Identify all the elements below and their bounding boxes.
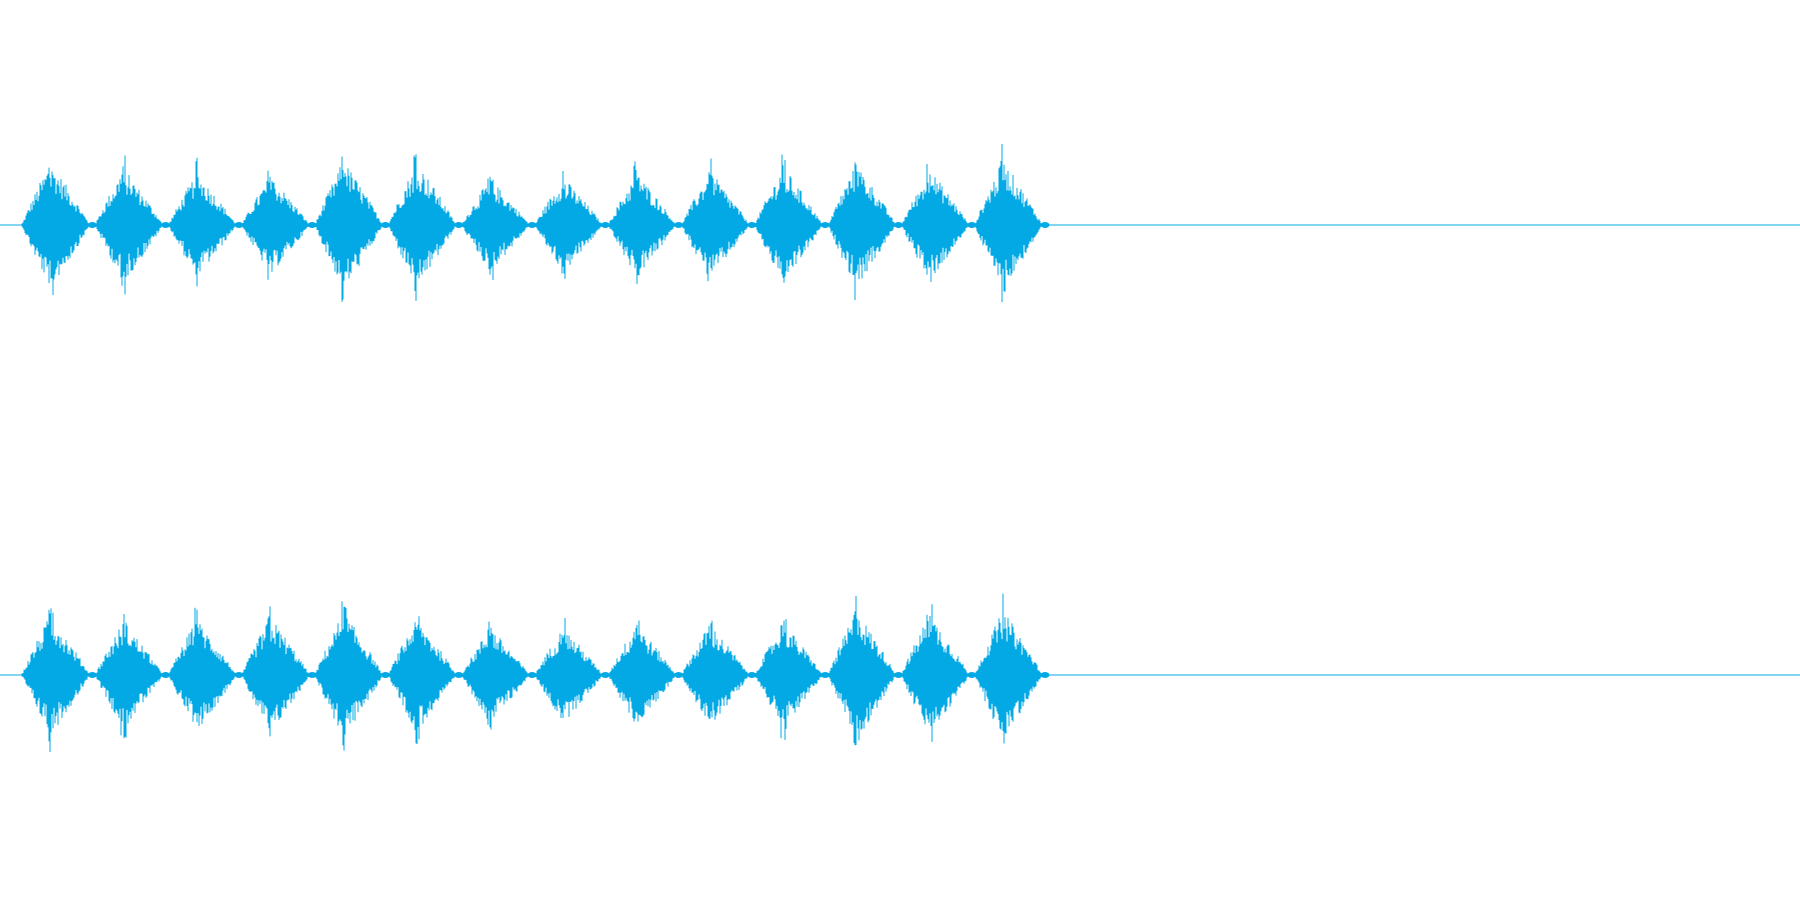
channel-2-burst-5 bbox=[314, 601, 384, 751]
channel-2-gap-6 bbox=[454, 672, 464, 678]
channel-1-burst-10 bbox=[681, 158, 750, 282]
channel-2-burst-9 bbox=[607, 620, 677, 722]
channel-2-gap-2 bbox=[161, 672, 171, 678]
channel-2-gap-9 bbox=[674, 672, 683, 678]
channel-1-gap-4 bbox=[307, 222, 317, 228]
channel-2-burst-2 bbox=[94, 614, 164, 739]
channel-1-gap-14 bbox=[1040, 222, 1050, 228]
channel-1-gap-2 bbox=[161, 222, 171, 228]
channel-1-burst-7 bbox=[461, 176, 530, 280]
channel-2-burst-4 bbox=[241, 606, 310, 737]
channel-2-gap-11 bbox=[820, 672, 830, 678]
channel-2-gap-10 bbox=[747, 672, 757, 678]
channel-1-burst-3 bbox=[168, 157, 237, 287]
channel-1-gap-13 bbox=[967, 222, 977, 228]
channel-2-gap-14 bbox=[1040, 672, 1050, 678]
channel-1-burst-14 bbox=[974, 143, 1043, 303]
channel-1-gap-11 bbox=[820, 222, 830, 228]
channel-1-burst-11 bbox=[754, 154, 823, 283]
channel-2-burst-11 bbox=[754, 619, 823, 740]
channel-2-gap-4 bbox=[307, 672, 317, 678]
channel-2-burst-1 bbox=[21, 608, 90, 752]
channel-2-burst-12 bbox=[827, 596, 897, 746]
channel-2-burst-7 bbox=[461, 621, 530, 730]
channel-2-burst-8 bbox=[534, 618, 603, 718]
channel-2-burst-14 bbox=[974, 593, 1043, 744]
channel-1-burst-12 bbox=[827, 162, 897, 301]
channel-1-waveform bbox=[0, 143, 1800, 303]
channel-1-burst-9 bbox=[607, 161, 677, 284]
channel-2-gap-3 bbox=[234, 672, 244, 678]
channel-2-waveform bbox=[0, 593, 1800, 752]
channel-2-burst-13 bbox=[900, 604, 970, 742]
channel-2-burst-3 bbox=[168, 607, 237, 726]
channel-2-gap-7 bbox=[527, 672, 537, 678]
channel-1-gap-7 bbox=[527, 222, 537, 228]
channel-2-burst-10 bbox=[681, 620, 750, 720]
channel-1-burst-6 bbox=[387, 154, 457, 301]
channel-1-gap-6 bbox=[454, 222, 464, 228]
channel-1-gap-3 bbox=[234, 222, 244, 228]
channel-1-gap-10 bbox=[747, 222, 757, 228]
channel-1-burst-13 bbox=[900, 164, 970, 282]
channel-1-burst-1 bbox=[21, 167, 90, 296]
channel-1-burst-8 bbox=[534, 171, 603, 279]
channel-1-burst-4 bbox=[241, 170, 310, 280]
channel-1-gap-9 bbox=[674, 222, 683, 228]
channel-2-burst-6 bbox=[387, 616, 457, 744]
channel-1-burst-5 bbox=[314, 156, 384, 302]
channel-2-gap-13 bbox=[967, 672, 977, 678]
channel-1-burst-2 bbox=[94, 155, 164, 295]
